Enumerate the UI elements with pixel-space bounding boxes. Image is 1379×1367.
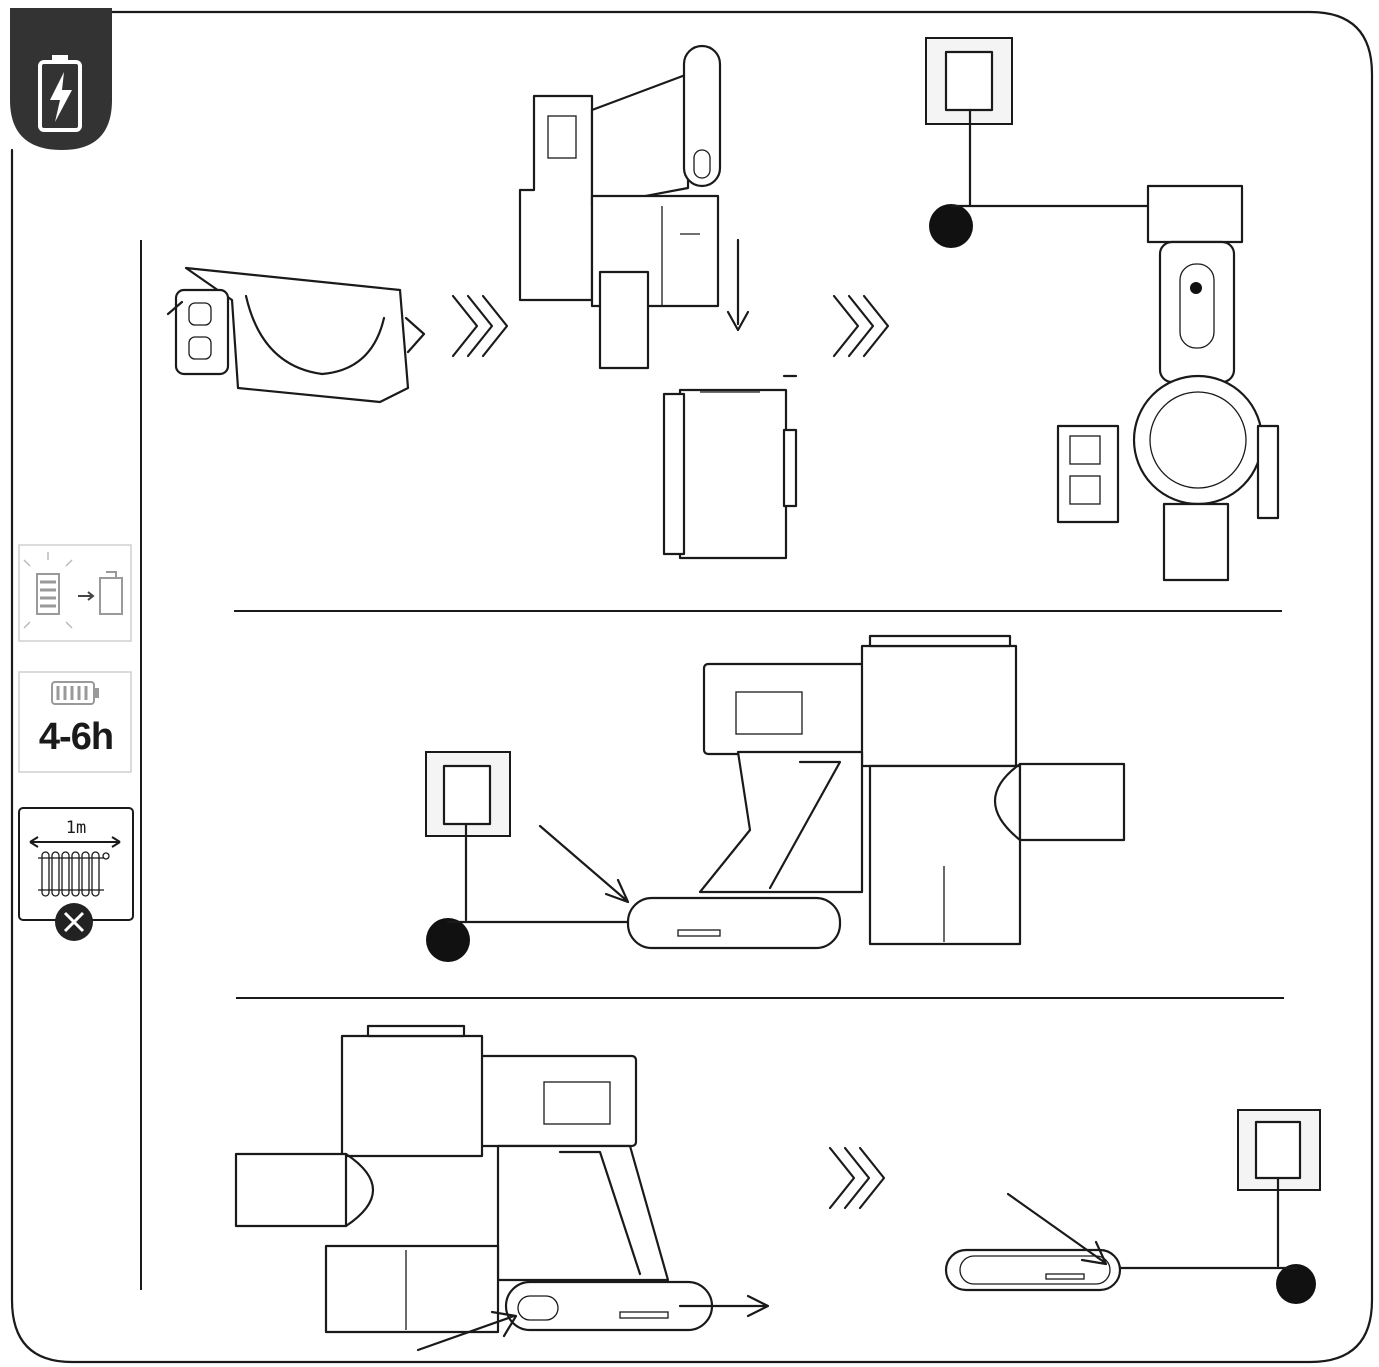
vacuum-side-view (538, 634, 1126, 950)
vacuum-wall-mounted (1056, 184, 1280, 582)
wall-socket (425, 751, 636, 962)
battery-full-icon (18, 671, 132, 773)
page-frame (10, 10, 1374, 1364)
wall-socket (1118, 1109, 1321, 1304)
chevron-right-icon (828, 1146, 886, 1210)
charge-time-label: 4-6h (38, 716, 114, 758)
battery-lights-icon (18, 544, 132, 642)
wall-mount-bracket (166, 266, 426, 404)
detached-battery (944, 1192, 1122, 1292)
vacuum-top-view (518, 44, 750, 370)
vacuum-side-view-reversed (234, 1024, 770, 1352)
battery-charging-icon (10, 8, 112, 150)
prohibited-icon (55, 903, 93, 941)
chevron-right-icon (451, 294, 509, 358)
chevron-right-icon (832, 294, 890, 358)
wall-socket (925, 37, 1150, 248)
distance-label: 1m (65, 818, 87, 838)
bracket-side-view (662, 374, 798, 560)
